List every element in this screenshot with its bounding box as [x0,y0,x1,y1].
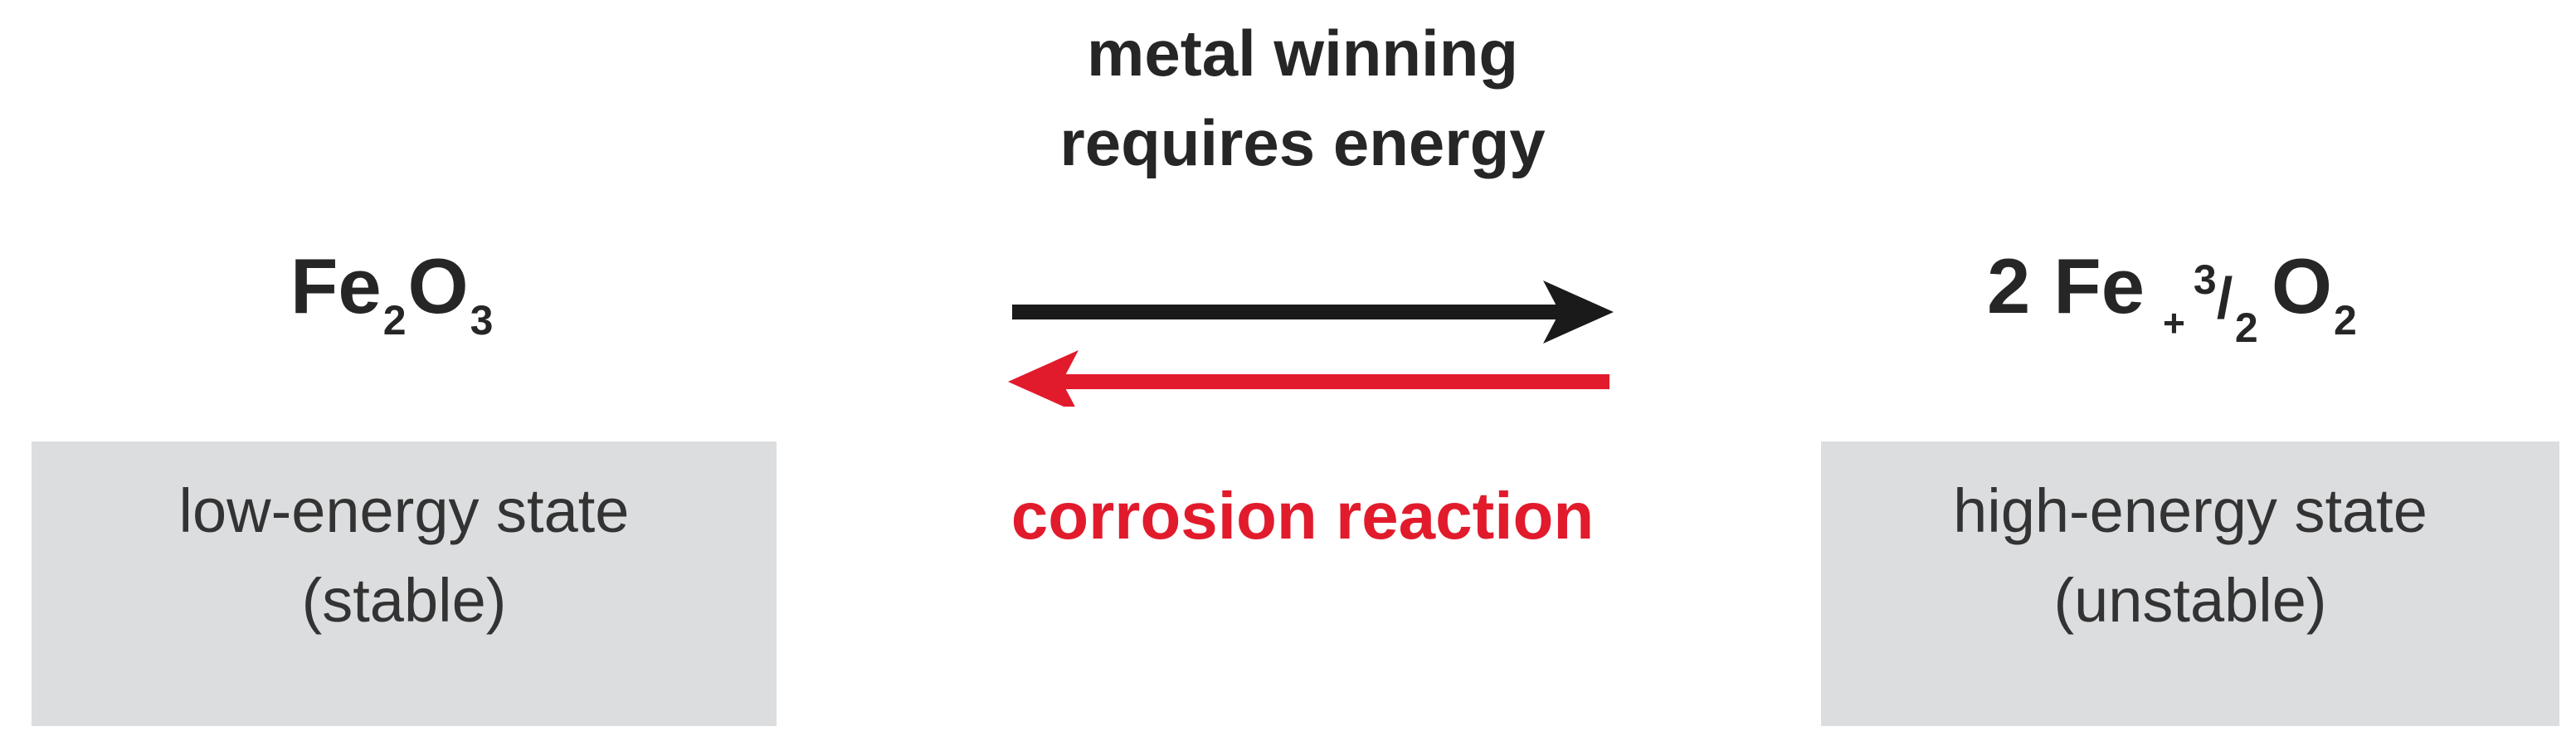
formula-element-o: O [2271,242,2332,329]
formula-element-o: O [407,242,469,329]
fraction-numerator: 3 [2193,256,2217,303]
high-energy-state-box: high-energy state (unstable) [1821,441,2559,726]
formula-element-fe: Fe [2053,242,2145,329]
formula-subscript-3: 3 [470,297,494,344]
reverse-arrow [1008,350,1609,407]
formula-plus-sign: + [2162,301,2185,344]
formula-element-fe: Fe [290,242,382,329]
high-energy-state-label: high-energy state [1953,476,2427,545]
unstable-label: (unstable) [2053,566,2327,635]
forward-label-line-1: metal winning [1086,17,1519,90]
formula-subscript-2: 2 [2333,297,2357,344]
stable-label: (stable) [301,566,507,635]
fraction-slash: / [2216,266,2233,330]
corrosion-reaction-label: corrosion reaction [1010,479,1595,553]
forward-arrow [1012,280,1614,344]
forward-label-line-2: requires energy [1059,106,1546,179]
forward-reaction-label: metal winning requires energy [913,8,1692,188]
formula-fraction: 3/2 [2192,236,2265,351]
reaction-arrows [1008,280,1614,407]
low-energy-state-label: low-energy state [178,476,630,545]
iron-oxide-formula: Fe2O3 [290,236,494,349]
low-energy-state-box: low-energy state (stable) [32,441,777,726]
formula-subscript-2: 2 [382,297,407,344]
fraction-denominator: 2 [2234,305,2258,351]
formula-coefficient: 2 [1987,242,2031,329]
